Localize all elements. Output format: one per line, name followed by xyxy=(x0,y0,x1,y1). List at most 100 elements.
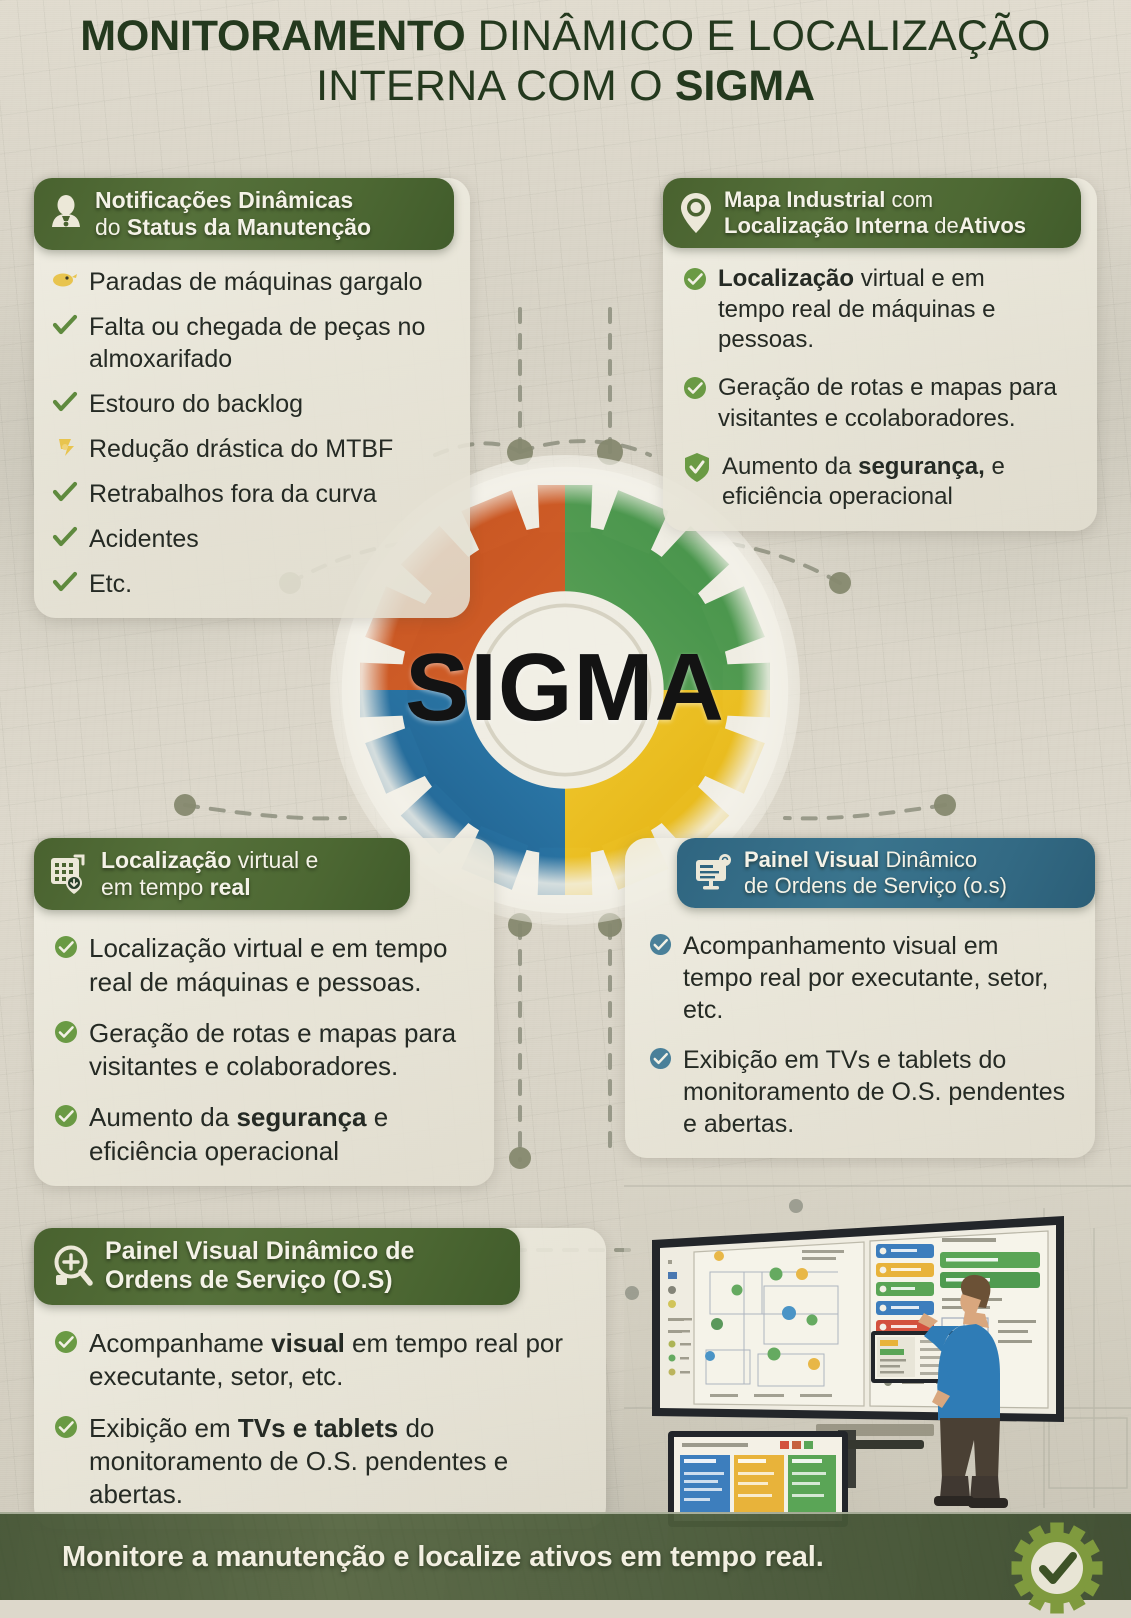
card-header-line1-a: Localização xyxy=(101,847,232,873)
list-item: Retrabalhos fora da curva xyxy=(52,478,442,510)
footer-cta-text: Monitore a manutenção e localize ativos … xyxy=(62,1540,824,1573)
card-header-line2: Ordens de Serviço (O.S) xyxy=(105,1266,393,1294)
list-item-text: Aumento da xyxy=(722,452,859,480)
list-item-text-after: do monitoramento de O.S. pendentes e abe… xyxy=(89,1412,509,1510)
footer-bar: Monitore a manutenção e localize ativos … xyxy=(0,1512,1131,1614)
card-header-mapa: Mapa Industrial com Localização Interna … xyxy=(663,178,1081,249)
connector-dot xyxy=(625,1286,639,1300)
list-item: Redução drástica do MTBF xyxy=(52,433,442,465)
list-item: Localização virtual e em tempo real de m… xyxy=(683,264,1065,356)
title-bold-sigma: SIGMA xyxy=(674,61,815,110)
list-item-text: Localização virtual e em tempo real de m… xyxy=(89,933,448,997)
card-header-line1-b: virtual e xyxy=(231,847,319,873)
list-item-text: Estouro do backlog xyxy=(89,390,304,419)
check-circle-green-icon xyxy=(55,1331,77,1353)
card-header-line2-b: real xyxy=(209,873,251,900)
check-circle-blue-icon xyxy=(649,933,672,956)
list-item: Localização virtual e em tempo real de m… xyxy=(54,932,462,999)
check-circle-blue-icon xyxy=(649,1047,672,1070)
list-item: Acidentes xyxy=(52,523,442,555)
list-item: Aumento da segurança e eficiência operac… xyxy=(54,1101,462,1168)
list-item: Acompanhame visual em tempo real por exe… xyxy=(54,1327,578,1394)
card-header-localizacao: Localização virtual e em tempo real xyxy=(34,838,410,911)
title-rest-1: DINÂMICO E LOCALIZAÇÃO xyxy=(465,12,1051,60)
list-item-text-after: e eficiência operacional xyxy=(722,452,1005,511)
card-localizacao-tempo-real: Localização virtual e em tempo real Loca… xyxy=(34,838,494,1186)
title-rest-2: INTERNA COM O xyxy=(316,61,675,110)
card-header-line2-a: Localização Interna xyxy=(724,212,929,238)
card-header-painel-os: Painel Visual Dinâmico de Ordens de Serv… xyxy=(677,838,1095,909)
page-title: MONITORAMENTO DINÂMICO E LOCALIZAÇÃO INT… xyxy=(0,12,1131,110)
card-header-line2-b: de xyxy=(928,212,959,238)
list-item: Paradas de máquinas gargalo xyxy=(52,266,442,298)
search-plus-icon xyxy=(54,1245,93,1286)
list-item-text: Aumento da xyxy=(89,1102,237,1133)
check-circle-green-icon xyxy=(55,1105,77,1128)
list-item-text: Exibição em TVs e tablets do monitoramen… xyxy=(683,1046,1066,1139)
card-painel-visual-os-direita: Painel Visual Dinâmico de Ordens de Serv… xyxy=(625,838,1095,1159)
sigma-wordmark: SIGMA xyxy=(405,633,725,741)
card-header-line1-b: Dinâmico xyxy=(879,847,978,872)
check-green-icon xyxy=(52,315,78,335)
list-item: Aumento da segurança, e eficiência opera… xyxy=(683,452,1065,513)
title-bold-monitoramento: MONITORAMENTO xyxy=(80,12,466,60)
list-item: Etc. xyxy=(52,568,442,600)
list-item: Acompanhamento visual em tempo real por … xyxy=(649,930,1071,1026)
list-item: Geração de rotas e mapas para visitantes… xyxy=(683,373,1065,434)
alert-yellow-icon xyxy=(53,273,77,287)
card-painel-visual-os-inferior: Painel Visual Dinâmico de Ordens de Serv… xyxy=(34,1228,606,1530)
check-green-icon xyxy=(52,527,78,547)
list-item-bold: segurança xyxy=(236,1102,367,1133)
check-circle-green-icon xyxy=(684,377,706,400)
list-item-text: Etc. xyxy=(89,570,133,599)
grid-location-icon xyxy=(51,854,85,894)
list-item-bold: visual xyxy=(271,1328,345,1358)
connector-dot xyxy=(789,1199,803,1213)
secondary-monitor-kanban xyxy=(668,1431,848,1527)
shield-check-icon xyxy=(685,452,709,482)
list-item-text: Paradas de máquinas gargalo xyxy=(89,268,423,297)
list-item-text: Redução drástica do MTBF xyxy=(89,435,394,464)
list-item-text: Acompanhame xyxy=(89,1328,272,1358)
gear-check-icon xyxy=(1011,1522,1103,1614)
card-header-line1-a: Painel Visual xyxy=(744,847,880,872)
card-header-line1: Notificações Dinâmicas xyxy=(95,187,354,213)
list-item-bold: segurança, xyxy=(858,452,985,480)
list-item: Geração de rotas e mapas para visitantes… xyxy=(54,1017,462,1084)
list-item: Exibição em TVs e tablets do monitoramen… xyxy=(54,1412,578,1512)
list-item-bold: TVs e tablets xyxy=(237,1412,399,1443)
list-item-text: Acompanhamento visual em tempo real por … xyxy=(683,932,1049,1025)
list-item-text: Retrabalhos fora da curva xyxy=(89,480,377,509)
card-header-line1-b: com xyxy=(885,187,934,212)
industrial-dashboard-illustration xyxy=(624,1168,1131,1528)
check-green-icon xyxy=(52,482,78,502)
card-header-notificacoes: Notificações Dinâmicas do Status da Manu… xyxy=(34,178,454,251)
card-header-line2-c: Ativos xyxy=(958,212,1027,238)
check-green-icon xyxy=(52,392,78,412)
card-header-line2-a: do xyxy=(95,213,127,240)
list-item-bold: Localização xyxy=(718,265,855,293)
list-item-text-after: e eficiência operacional xyxy=(89,1102,389,1166)
card-header-line1-a: Mapa Industrial xyxy=(724,187,886,212)
card-notificacoes-dinamicas: Notificações Dinâmicas do Status da Manu… xyxy=(34,178,470,619)
list-item: Exibição em TVs e tablets do monitoramen… xyxy=(649,1044,1071,1140)
monitor-alert-icon xyxy=(696,853,731,890)
list-item: Falta ou chegada de peças no almoxarifad… xyxy=(52,311,442,375)
alert-yellow-icon xyxy=(59,439,74,457)
card-header-line2: de Ordens de Serviço (o.s) xyxy=(744,872,1007,898)
card-header-line2-b: Status da Manutenção xyxy=(126,213,372,240)
list-item-text: Acidentes xyxy=(89,525,199,554)
card-header-line1: Painel Visual Dinâmico de xyxy=(105,1237,415,1265)
check-circle-green-icon xyxy=(684,268,706,291)
list-item-text: Falta ou chegada de peças no almoxarifad… xyxy=(89,313,426,374)
list-item: Estouro do backlog xyxy=(52,388,442,420)
list-item-text: virtual e em tempo real de máquinas e pe… xyxy=(718,265,996,354)
tv-panel-industrial-map xyxy=(668,1241,865,1407)
check-green-icon xyxy=(52,572,78,592)
card-mapa-industrial: Mapa Industrial com Localização Interna … xyxy=(663,178,1097,532)
check-circle-green-icon xyxy=(55,1020,77,1043)
check-circle-green-icon xyxy=(55,1415,77,1438)
map-pin-icon xyxy=(681,192,711,233)
check-circle-green-icon xyxy=(55,936,77,959)
card-header-painel-os-inferior: Painel Visual Dinâmico de Ordens de Serv… xyxy=(34,1228,520,1305)
